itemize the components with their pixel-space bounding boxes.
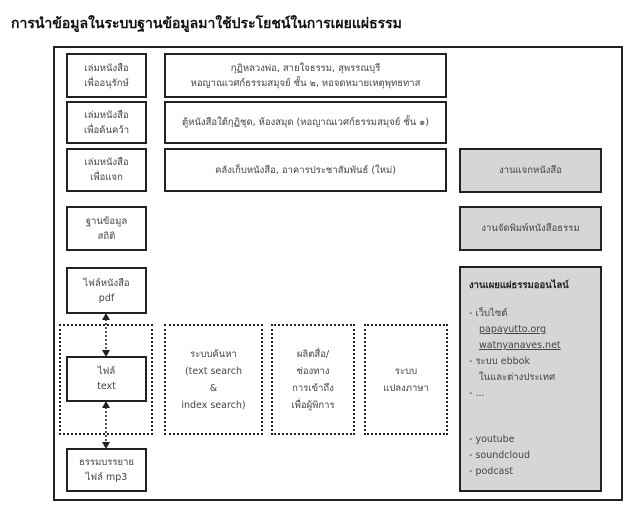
pdf-files-line1: ไฟล์หนังสือ bbox=[83, 277, 130, 289]
preserve-books-line2: เพื่ออนุรักษ์ bbox=[84, 77, 129, 89]
giveaway-books-line1: เล่มหนังสือ bbox=[84, 157, 129, 168]
preserve-books-line1: เล่มหนังสือ bbox=[84, 62, 129, 74]
search-system-line1: ระบบค้นหา bbox=[190, 348, 237, 360]
research-books-line1: เล่มหนังสือ bbox=[84, 109, 129, 121]
translation-system-box: ระบบ แปลงภาษา bbox=[364, 324, 448, 435]
pdf-files-box: ไฟล์หนังสือ pdf bbox=[66, 267, 147, 314]
accessible-media-line1: ผลิตสื่อ/ bbox=[296, 348, 330, 360]
text-files-line1: ไฟล์ bbox=[97, 366, 116, 377]
arrow-down-icon bbox=[102, 442, 110, 449]
statistics-db-line1: ฐานข้อมูล bbox=[85, 215, 128, 227]
text-mp3-arrow bbox=[102, 401, 110, 449]
giveaway-location-line1: คลังเก็บหนังสือ, อาคารประชาสัมพันธ์ (ใหม… bbox=[215, 164, 396, 176]
pdf-files-line2: pdf bbox=[98, 292, 115, 304]
statistics-db-box: ฐานข้อมูล สถิติ bbox=[66, 206, 147, 251]
website-link-papayutto[interactable]: papayutto.org bbox=[479, 324, 547, 335]
arrow-up-icon bbox=[102, 313, 110, 320]
mp3-files-line1: ธรรมบรรยาย bbox=[79, 457, 134, 468]
preserve-location-box: กุฏิหลวงพ่อ, สายใจธรรม, สุพรรณบุรี หอญาณ… bbox=[164, 53, 447, 98]
text-files-box: ไฟล์ text bbox=[66, 356, 147, 402]
statistics-db-line2: สถิติ bbox=[97, 230, 116, 242]
accessible-media-line4: เพื่อผู้พิการ bbox=[291, 399, 335, 411]
search-system-line4: index search) bbox=[181, 399, 246, 411]
accessible-media-line2: ช่องทาง bbox=[296, 365, 330, 377]
mp3-files-line2: ไฟล์ mp3 bbox=[85, 472, 128, 483]
arrow-up-icon bbox=[102, 401, 110, 408]
accessible-media-line3: การเข้าถึง bbox=[292, 382, 334, 394]
online-dissemination-box: งานเผยแผ่ธรรมออนไลน์ - เว็บไซต์ papayutt… bbox=[459, 266, 602, 492]
research-books-line2: เพื่อค้นคว้า bbox=[83, 124, 130, 136]
giveaway-location-box: คลังเก็บหนังสือ, อาคารประชาสัมพันธ์ (ใหม… bbox=[164, 148, 447, 192]
book-printing-label: งานจัดพิมพ์หนังสือธรรม bbox=[481, 223, 580, 234]
search-system-box: ระบบค้นหา (text search & index search) bbox=[164, 324, 263, 435]
preserve-books-box: เล่มหนังสือ เพื่ออนุรักษ์ bbox=[66, 53, 147, 98]
mp3-files-box: ธรรมบรรยาย ไฟล์ mp3 bbox=[66, 448, 147, 492]
website-link-watnyanaves[interactable]: watnyanaves.net bbox=[479, 340, 561, 351]
ebook-sub-label: ในและต่างประเทศ bbox=[479, 372, 556, 383]
translation-system-line2: แปลงภาษา bbox=[383, 382, 429, 394]
research-books-box: เล่มหนังสือ เพื่อค้นคว้า bbox=[66, 101, 147, 144]
diagram-title: การนำข้อมูลในระบบฐานข้อมูลมาใช้ประโยชน์ใ… bbox=[11, 15, 402, 31]
ebook-label: - ระบบ ebbok bbox=[469, 356, 530, 367]
preserve-location-line1: กุฏิหลวงพ่อ, สายใจธรรม, สุพรรณบุรี bbox=[230, 62, 381, 74]
channel-soundcloud: - soundcloud bbox=[469, 450, 531, 461]
research-location-line1: ตู้หนังสือใต้กุฏิชุด, ห้องสมุด (หอญาณเวศ… bbox=[182, 117, 429, 128]
more-label: - ... bbox=[469, 388, 485, 399]
translation-system-line1: ระบบ bbox=[394, 365, 418, 377]
website-label: - เว็บไซต์ bbox=[469, 308, 508, 319]
research-location-box: ตู้หนังสือใต้กุฏิชุด, ห้องสมุด (หอญาณเวศ… bbox=[164, 101, 447, 144]
search-system-line3: & bbox=[209, 382, 218, 394]
book-distribution-box: งานแจกหนังสือ bbox=[459, 148, 602, 193]
online-heading: งานเผยแผ่ธรรมออนไลน์ bbox=[469, 280, 569, 291]
pdf-text-arrow bbox=[102, 313, 110, 357]
diagram-frame bbox=[53, 46, 623, 501]
giveaway-books-line2: เพื่อแจก bbox=[90, 172, 123, 183]
book-distribution-label: งานแจกหนังสือ bbox=[499, 165, 562, 176]
channel-youtube: - youtube bbox=[469, 434, 515, 445]
accessible-media-box: ผลิตสื่อ/ ช่องทาง การเข้าถึง เพื่อผู้พิก… bbox=[271, 324, 355, 435]
arrow-down-icon bbox=[102, 350, 110, 357]
channel-podcast: - podcast bbox=[469, 466, 514, 477]
giveaway-books-box: เล่มหนังสือ เพื่อแจก bbox=[66, 148, 147, 192]
preserve-location-line2: หอญาณเวศก์ธรรมสมุจย์ ชั้น ๒, หอจดหมายเหต… bbox=[190, 77, 421, 89]
search-system-line2: (text search bbox=[184, 365, 243, 377]
book-printing-box: งานจัดพิมพ์หนังสือธรรม bbox=[459, 206, 602, 251]
text-files-line2: text bbox=[97, 381, 116, 392]
